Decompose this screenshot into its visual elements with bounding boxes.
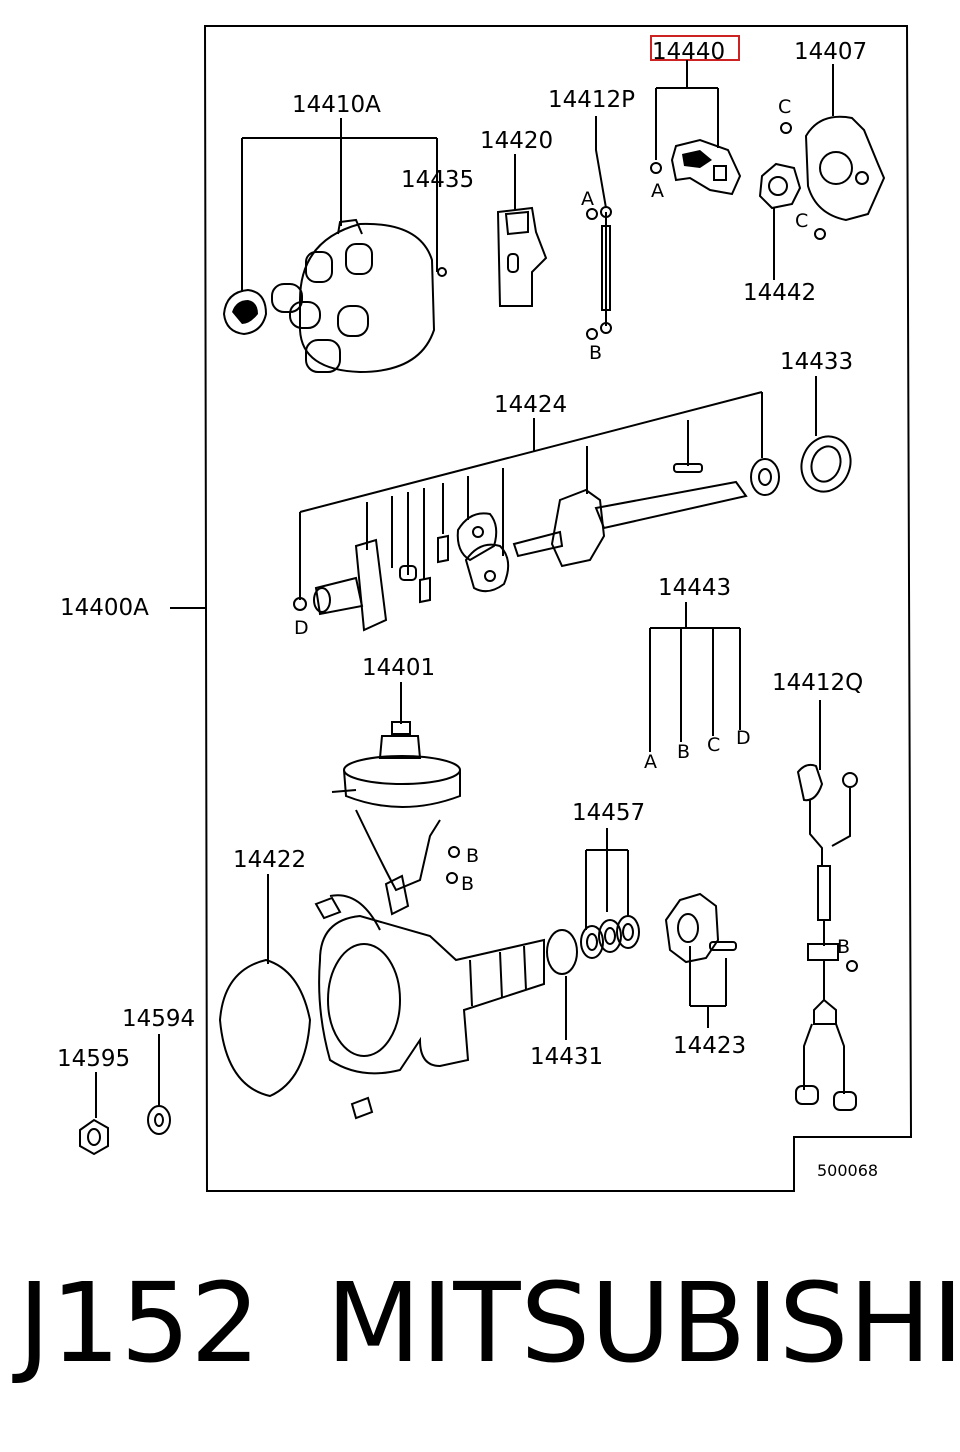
callout-14595[interactable]: 14595 <box>57 1046 130 1072</box>
footer-brand: MITSUBISHI <box>326 1259 960 1387</box>
breaker-plate <box>780 115 886 240</box>
ref-letter-b: B <box>461 873 474 895</box>
ref-letter-a: A <box>651 180 664 202</box>
callout-14420[interactable]: 14420 <box>480 128 553 154</box>
gasket <box>218 958 312 1098</box>
nut-14595 <box>79 1118 109 1156</box>
ref-letter-b: B <box>589 342 602 364</box>
callout-14431[interactable]: 14431 <box>530 1044 603 1070</box>
rotor <box>496 206 548 307</box>
callout-14442[interactable]: 14442 <box>743 280 816 306</box>
rubber-boot <box>222 288 268 336</box>
distributor-housing <box>314 894 545 1120</box>
callout-14424[interactable]: 14424 <box>494 392 567 418</box>
leader-lines <box>95 60 834 1118</box>
footer-part-code: J152 <box>18 1259 261 1387</box>
ref-letter-b: B <box>837 936 850 958</box>
callout-14410A[interactable]: 14410A <box>292 92 381 118</box>
callout-14412P[interactable]: 14412P <box>548 87 635 113</box>
callout-14422[interactable]: 14422 <box>233 847 306 873</box>
washers <box>580 915 640 959</box>
highlight-box <box>650 35 740 61</box>
callout-14412Q[interactable]: 14412Q <box>772 670 863 696</box>
ground-wire <box>586 206 612 340</box>
callout-14457[interactable]: 14457 <box>572 800 645 826</box>
shaft-assembly <box>293 458 780 632</box>
harness <box>795 763 858 1111</box>
drawing-code: 500068 <box>817 1161 878 1180</box>
callout-14440[interactable]: 14440 <box>652 39 725 65</box>
ref-letter-b: B <box>466 845 479 867</box>
o-ring <box>546 929 578 975</box>
ref-letter-c: C <box>778 96 791 118</box>
callout-14401[interactable]: 14401 <box>362 655 435 681</box>
distributor-cap <box>271 218 447 374</box>
callout-14594[interactable]: 14594 <box>122 1006 195 1032</box>
washer-14594 <box>147 1105 171 1135</box>
pickup-assembly <box>650 138 742 196</box>
oil-seal <box>800 435 852 493</box>
drive-gear <box>664 892 737 964</box>
callout-14443[interactable]: 14443 <box>658 575 731 601</box>
callout-14400A[interactable]: 14400A <box>60 595 149 621</box>
spacer <box>758 162 802 210</box>
ref-letter-d: D <box>294 617 309 639</box>
ref-letter-a: A <box>644 751 657 773</box>
ref-letter-c: C <box>707 734 720 756</box>
ref-letter-d: D <box>736 727 751 749</box>
ref-letter-a: A <box>581 188 594 210</box>
callout-14407[interactable]: 14407 <box>794 39 867 65</box>
diagram-frame <box>203 25 913 1192</box>
callout-14423[interactable]: 14423 <box>673 1033 746 1059</box>
callout-14433[interactable]: 14433 <box>780 349 853 375</box>
ref-letter-c: C <box>795 210 808 232</box>
ref-letter-b: B <box>677 741 690 763</box>
vacuum-advance <box>331 721 461 916</box>
